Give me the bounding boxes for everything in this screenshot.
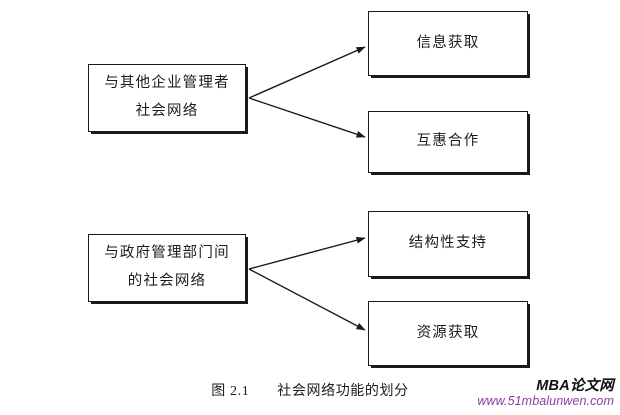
watermark-brand: MBA论文网 (536, 378, 614, 394)
node-label-line1: 与政府管理部门间 (104, 245, 230, 262)
edge-peers-to-cooperation (248, 97, 366, 138)
edge-government-to-resource (248, 268, 366, 331)
node-label-line1: 与其他企业管理者 (104, 75, 230, 92)
watermark: MBA论文网 www.51mbalunwen.com (477, 378, 614, 409)
node-resource-acquisition: 资源获取 (368, 301, 528, 366)
node-label: 信息获取 (416, 34, 480, 51)
node-information-acquisition: 信息获取 (368, 11, 528, 76)
node-label: 资源获取 (416, 324, 480, 341)
node-reciprocal-cooperation: 互惠合作 (368, 111, 528, 173)
figure-caption: 图 2.1 社会网络功能的划分 (0, 380, 620, 400)
figure-caption-title: 社会网络功能的划分 (277, 384, 409, 399)
node-social-network-peers: 与其他企业管理者 社会网络 (88, 64, 246, 132)
node-structural-support: 结构性支持 (368, 211, 528, 277)
node-label-line2: 的社会网络 (127, 273, 207, 289)
node-label-line2: 社会网络 (135, 103, 199, 119)
edge-government-to-support (248, 236, 366, 270)
node-label: 结构性支持 (408, 235, 488, 252)
watermark-url: www.51mbalunwen.com (477, 394, 614, 409)
edge-peers-to-information (248, 46, 366, 99)
figure-caption-label: 图 2.1 (211, 384, 250, 399)
node-label: 互惠合作 (416, 133, 480, 150)
node-social-network-government: 与政府管理部门间 的社会网络 (88, 234, 246, 302)
